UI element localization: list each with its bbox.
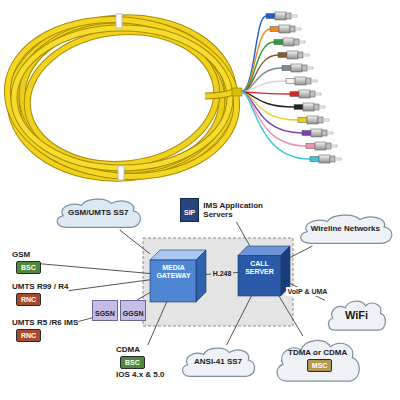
- link-line: [78, 318, 92, 322]
- link-line: [290, 246, 312, 258]
- breakout-boot: [232, 88, 242, 96]
- node-text: WiFi: [345, 309, 368, 322]
- node-text: GSM/UMTS SS7: [68, 208, 128, 218]
- link-line: [227, 296, 252, 345]
- link-line: [148, 302, 167, 345]
- network-cloud: Wireline Networks: [295, 212, 396, 246]
- device-caption: IOS 4.x & 5.0: [116, 370, 164, 380]
- node-text: MEDIA GATEWAY: [153, 264, 194, 280]
- link-line: [236, 222, 250, 246]
- application-server: SIPIMS Application Servers: [180, 198, 279, 222]
- cloud-outline: [57, 199, 140, 227]
- device-caption: IMS Application Servers: [203, 201, 279, 219]
- link-line: [68, 280, 150, 291]
- node-text: TDMA or CDMA: [288, 348, 347, 358]
- network-cloud: WiFi: [325, 298, 388, 333]
- cable-tie: [118, 166, 124, 180]
- radio-controller: GSMBSC: [12, 250, 41, 275]
- cube-front: [150, 260, 196, 302]
- server-icon-label: SIP: [180, 198, 199, 222]
- server-cube: CALL SERVER: [238, 246, 290, 296]
- device-label: BSC: [16, 261, 41, 274]
- node-text: CALL SERVER: [241, 260, 278, 276]
- device-label: RNC: [16, 293, 41, 306]
- network-cloud: GSM/UMTS SS7: [52, 196, 144, 230]
- link-line: [279, 296, 303, 336]
- device-label: BSC: [120, 356, 145, 369]
- cloud-outline: [329, 301, 386, 330]
- cloud-outline: [182, 348, 254, 376]
- network-cloud: TDMA or CDMAMSC: [272, 336, 363, 385]
- cloud-outline: [277, 340, 359, 381]
- core-region: [143, 238, 293, 326]
- device-caption: UMTS R99 / R4: [12, 282, 68, 292]
- radio-controller: UMTS R99 / R4RNC: [12, 282, 68, 307]
- radio-controller: UMTS R5 /R6 IMSRNC: [12, 318, 78, 343]
- cloud-outline: [300, 215, 391, 243]
- server-label: GGSN: [120, 300, 147, 321]
- link-line: [120, 230, 150, 254]
- node-text: Wireline Networks: [311, 224, 380, 234]
- cable-tie: [116, 14, 122, 28]
- device-caption: CDMA: [116, 345, 140, 355]
- device-caption: GSM: [12, 250, 30, 260]
- cube-side: [196, 250, 206, 302]
- link-line: [137, 292, 150, 300]
- packet-servers: SGSNGGSN: [92, 300, 146, 321]
- fiber-coil: [0, 8, 245, 187]
- link-line: [41, 264, 150, 274]
- link-label: VoIP & UMA: [286, 287, 330, 296]
- cube-front: [238, 256, 281, 296]
- device-caption: UMTS R5 /R6 IMS: [12, 318, 78, 328]
- server-label: SGSN: [92, 300, 118, 321]
- node-text: ANSI-41 SS7: [194, 357, 242, 367]
- gateway-cube: MEDIA GATEWAY: [150, 250, 206, 302]
- radio-controller: CDMABSCIOS 4.x & 5.0: [116, 345, 164, 380]
- device-label: MSC: [307, 359, 333, 372]
- link-label: H.248: [211, 269, 234, 278]
- network-cloud: ANSI-41 SS7: [178, 345, 258, 379]
- device-label: RNC: [16, 329, 41, 342]
- fibers: [241, 16, 310, 159]
- fiber-connectors: [266, 12, 341, 163]
